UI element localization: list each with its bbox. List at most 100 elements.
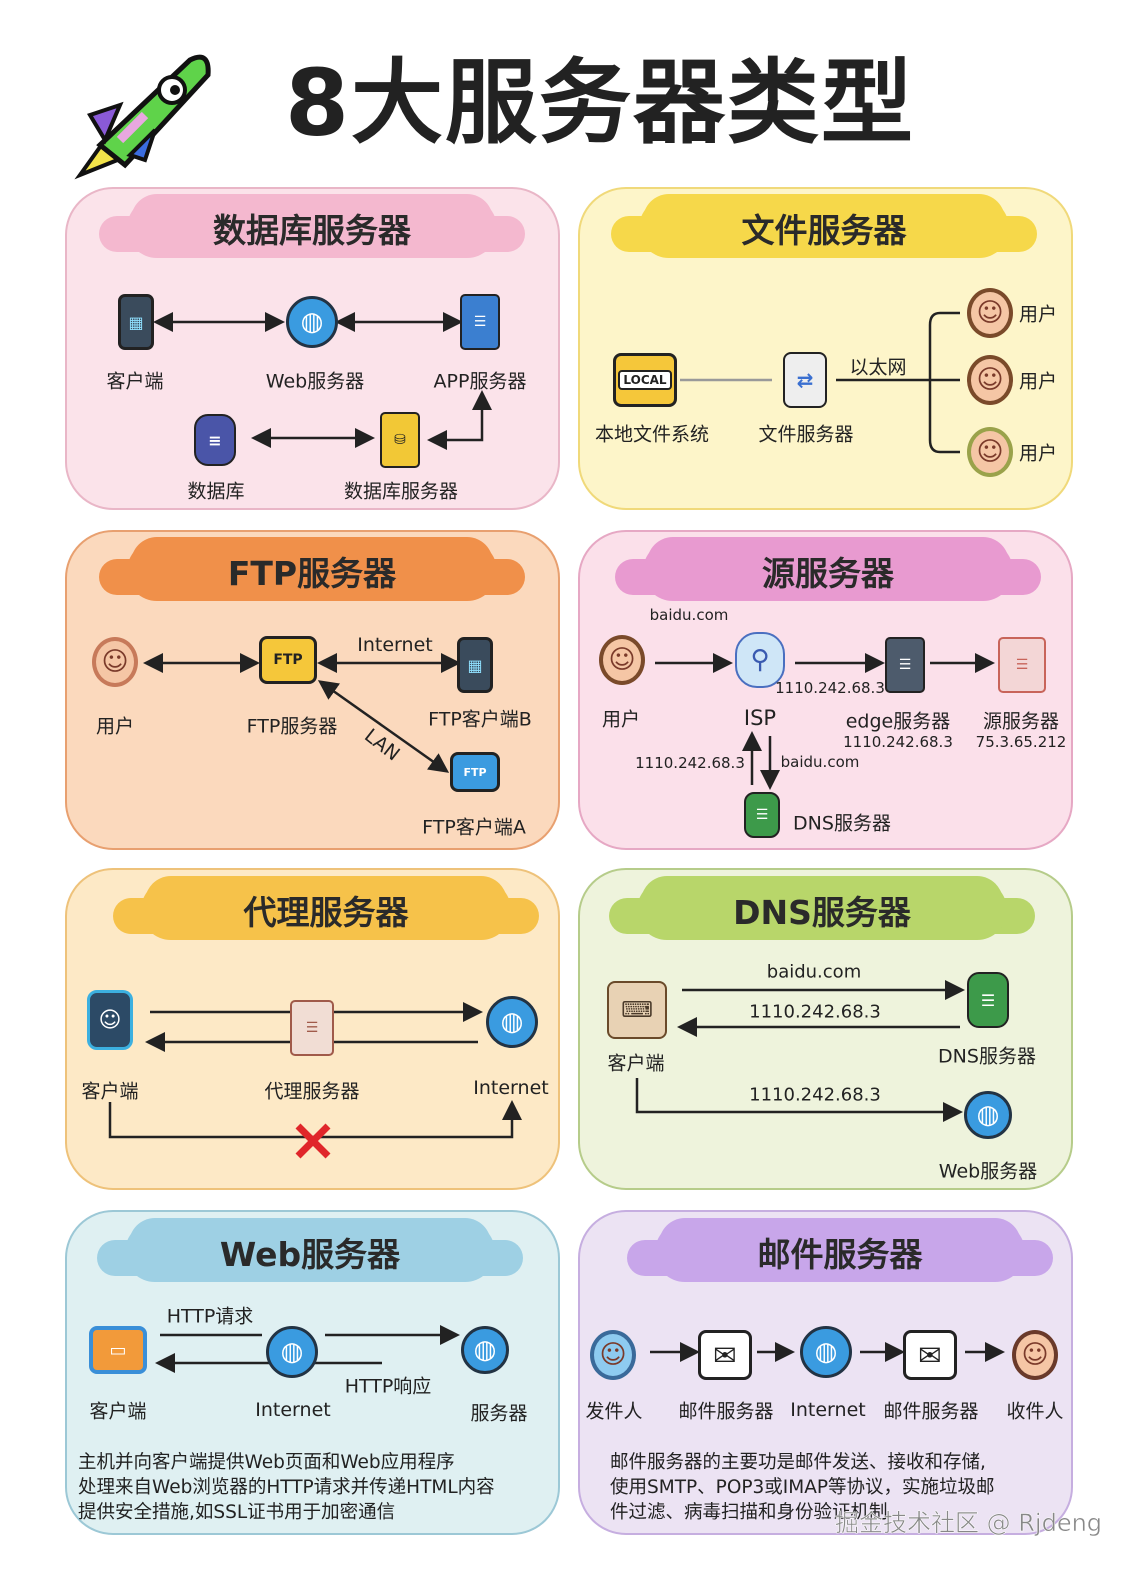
mail-description: 邮件服务器的主要功是邮件发送、接收和存储, 使用SMTP、POP3或IMAP等协… [610, 1450, 995, 1525]
label-receiver: 收件人 [1006, 1400, 1064, 1423]
arrow-dbserver-app [427, 390, 492, 450]
label-http-request: HTTP请求 [166, 1305, 254, 1328]
app-server-icon: ☰ [460, 294, 500, 350]
label-ftp-server: FTP服务器 [246, 715, 338, 738]
label-client-a: FTP客户端A [422, 816, 526, 839]
label-file-server: 文件服务器 [758, 423, 854, 446]
user-avatar-icon: ☺ [599, 635, 645, 685]
internet-globe-icon: ◍ [486, 996, 538, 1048]
label-client-b: FTP客户端B [428, 708, 532, 731]
web-title: Web服务器 [125, 1222, 495, 1282]
label-user: 用户 [1018, 370, 1058, 393]
label-ip: 1110.242.68.3 [775, 679, 885, 697]
user-avatar-icon: ☺ [967, 288, 1013, 338]
user-avatar-icon: ☺ [967, 355, 1013, 405]
desk-computer-icon: ⌨ [607, 981, 667, 1039]
proxy-server-icon: ☰ [290, 1000, 334, 1056]
desc-line: 提供安全措施,如SSL证书用于加密通信 [78, 1502, 396, 1523]
file-title: 文件服务器 [639, 198, 1009, 258]
label-client: 客户端 [89, 1400, 147, 1423]
arrow-ftp-clienta [317, 680, 450, 773]
file-server-icon: ⇄ [783, 352, 827, 408]
internet-globe-icon: ◍ [266, 1326, 318, 1378]
label-db-server: 数据库服务器 [343, 480, 459, 503]
label-sender: 发件人 [585, 1400, 643, 1423]
label-edge-server: edge服务器 [845, 710, 951, 733]
label-internet: Internet [473, 1077, 549, 1099]
desc-line: 件过滤、病毒扫描和身份验证机制 [610, 1502, 888, 1523]
label-internet: Internet [790, 1399, 866, 1421]
local-badge: LOCAL [618, 370, 672, 390]
blocked-x-icon [295, 1123, 331, 1159]
label-user: 用户 [95, 715, 135, 738]
sender-avatar-icon: ☺ [590, 1330, 636, 1380]
receiver-avatar-icon: ☺ [1012, 1330, 1058, 1380]
label-dns-reply: 1110.242.68.3 [635, 754, 745, 772]
mail-server-icon: ✉ [903, 1330, 957, 1380]
mail-server-icon: ✉ [698, 1330, 752, 1380]
web-description: 主机并向客户端提供Web页面和Web应用程序 处理来自Web浏览器的HTTP请求… [78, 1450, 495, 1525]
ftp-badge: FTP [273, 652, 303, 668]
label-origin-ip: 75.3.65.212 [975, 733, 1067, 751]
database-icon: ≡ [194, 414, 236, 466]
label-query: baidu.com [766, 961, 862, 983]
db-server-icon: ⛁ [380, 412, 420, 468]
label-request-ip: 1110.242.68.3 [749, 1084, 881, 1106]
dns-title: DNS服务器 [637, 880, 1007, 940]
database-title: 数据库服务器 [127, 198, 497, 258]
label-app-server: APP服务器 [433, 370, 527, 393]
label-mail-server: 邮件服务器 [883, 1400, 979, 1423]
rocket-icon [60, 45, 220, 200]
isp-tower-icon: ⚲ [735, 632, 785, 688]
edge-server-icon: ☰ [885, 637, 925, 693]
label-local-fs: 本地文件系统 [594, 423, 710, 446]
label-database: 数据库 [187, 480, 245, 503]
label-client: 客户端 [81, 1080, 139, 1103]
label-client: 客户端 [607, 1052, 665, 1075]
label-mail-server: 邮件服务器 [678, 1400, 774, 1423]
origin-title: 源服务器 [643, 541, 1013, 601]
watermark: 掘金技术社区 @ Rjdeng [835, 1509, 1103, 1538]
user-avatar-icon: ☺ [967, 427, 1013, 477]
label-isp: ISP [743, 706, 777, 730]
label-internet: Internet [357, 634, 433, 656]
label-internet: Internet [255, 1399, 331, 1421]
label-dns-server: DNS服务器 [793, 812, 891, 835]
label-domain: baidu.com [649, 606, 729, 624]
label-web-server: Web服务器 [265, 370, 365, 393]
phone-icon: ▦ [457, 637, 493, 693]
server-globe-icon: ◍ [461, 1326, 509, 1374]
mail-title: 邮件服务器 [655, 1222, 1025, 1282]
internet-globe-icon: ◍ [800, 1326, 852, 1378]
arrow-client-web [635, 1078, 963, 1122]
desc-line: 使用SMTP、POP3或IMAP等协议，实施垃圾邮 [610, 1477, 995, 1498]
page-title: 8大服务器类型 [284, 49, 916, 157]
label-user: 用户 [601, 708, 641, 731]
label-user: 用户 [1018, 442, 1058, 465]
label-dns-query: baidu.com [780, 753, 860, 771]
monitor-icon: ▭ [89, 1326, 147, 1374]
label-server: 服务器 [470, 1402, 528, 1425]
user-avatar-icon: ☺ [92, 637, 138, 687]
desc-line: 主机并向客户端提供Web页面和Web应用程序 [78, 1452, 455, 1473]
label-user: 用户 [1018, 303, 1058, 326]
label-reply: 1110.242.68.3 [749, 1001, 881, 1023]
ftp-title: FTP服务器 [127, 541, 497, 601]
label-web-server: Web服务器 [938, 1160, 1038, 1183]
label-ethernet: 以太网 [849, 356, 907, 379]
local-folder-icon: LOCAL [613, 353, 677, 407]
label-dns-server: DNS服务器 [938, 1045, 1036, 1068]
web-server-icon: ◍ [964, 1091, 1012, 1139]
phone-icon: ▦ [118, 294, 154, 350]
label-proxy-server: 代理服务器 [264, 1080, 360, 1103]
blocked-direct-path [108, 1100, 522, 1139]
label-edge-ip: 1110.242.68.3 [843, 733, 953, 751]
dns-server-icon: ☰ [744, 792, 780, 838]
label-client: 客户端 [106, 370, 164, 393]
label-origin-server: 源服务器 [982, 710, 1060, 733]
desc-line: 邮件服务器的主要功是邮件发送、接收和存储, [610, 1452, 986, 1473]
desc-line: 处理来自Web浏览器的HTTP请求并传递HTML内容 [78, 1477, 495, 1498]
smartwatch-icon: ☺ [87, 990, 133, 1050]
label-http-response: HTTP响应 [344, 1375, 432, 1398]
